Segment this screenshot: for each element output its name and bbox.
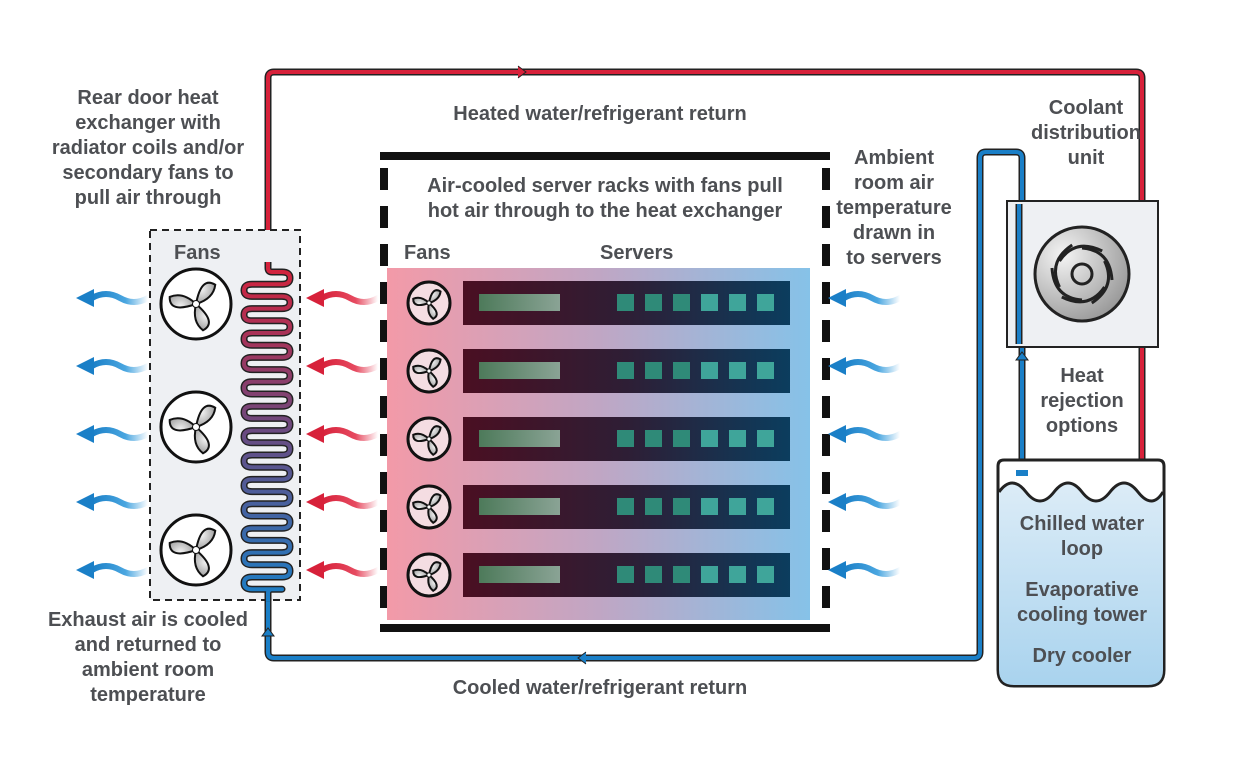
server-indicator	[729, 362, 746, 379]
server-indicator	[617, 566, 634, 583]
ambient-air-arrow-icon	[828, 425, 903, 443]
server-indicator	[701, 566, 718, 583]
pump-icon	[1033, 225, 1131, 323]
rack-fans-label: Fans	[404, 242, 451, 264]
server-indicator	[757, 498, 774, 515]
flow-arrow-icon	[517, 65, 527, 79]
server-unit	[463, 349, 790, 393]
hot-air-arrow-icon	[306, 425, 381, 443]
server-display	[479, 498, 560, 515]
exhaust-air-arrow-icon	[76, 425, 151, 443]
option-dry-cooler: Dry cooler	[1032, 645, 1132, 667]
rack-fan-icon	[406, 348, 452, 394]
rack-fan-icon	[406, 280, 452, 326]
ambient-air-arrow-icon	[828, 561, 903, 579]
server-indicator	[729, 498, 746, 515]
coolant-distribution-unit	[1006, 200, 1159, 348]
server-indicator	[673, 430, 690, 447]
server-indicator	[757, 566, 774, 583]
server-display	[479, 430, 560, 447]
exchanger-fan-icon	[159, 390, 233, 464]
cooled-return-pipe	[261, 148, 1029, 665]
exhaust-air-arrow-icon	[76, 289, 151, 307]
server-indicator	[701, 294, 718, 311]
server-indicator	[701, 430, 718, 447]
server-indicator	[757, 430, 774, 447]
rack-description: Air-cooled server racks with fans pull h…	[427, 175, 783, 222]
server-indicator	[673, 294, 690, 311]
server-indicator	[645, 430, 662, 447]
exchanger-fan-icon	[159, 267, 233, 341]
exhaust-air-arrow-icon	[76, 357, 151, 375]
exchanger-fans-label: Fans	[174, 242, 221, 264]
server-indicator	[617, 498, 634, 515]
heat-rejection-label: Heat rejection options	[1040, 365, 1124, 437]
server-unit	[463, 553, 790, 597]
server-indicator	[673, 566, 690, 583]
server-indicator	[673, 498, 690, 515]
server-indicator	[729, 294, 746, 311]
option-evaporative-tower: Evaporative cooling tower	[1017, 579, 1147, 626]
server-indicator	[757, 294, 774, 311]
server-indicator	[701, 498, 718, 515]
rack-servers-label: Servers	[600, 242, 674, 264]
rack-fan-icon	[406, 416, 452, 462]
server-unit	[463, 281, 790, 325]
server-indicator	[645, 566, 662, 583]
hot-air-arrow-icon	[306, 493, 381, 511]
hot-air-arrow-icon	[306, 289, 381, 307]
server-indicator	[617, 430, 634, 447]
heat-rejection-tank	[996, 458, 1166, 688]
server-indicator	[617, 294, 634, 311]
server-indicator	[701, 362, 718, 379]
rack-fan-icon	[406, 552, 452, 598]
ambient-air-arrow-icon	[828, 289, 903, 307]
cooled-return-label: Cooled water/refrigerant return	[452, 677, 748, 699]
server-indicator	[757, 362, 774, 379]
server-indicator	[645, 294, 662, 311]
cdu-label: Coolant distribution unit	[1031, 97, 1141, 169]
flow-arrow-icon	[577, 651, 587, 665]
exhaust-air-arrow-icon	[76, 561, 151, 579]
server-indicator	[617, 362, 634, 379]
ambient-air-arrow-icon	[828, 357, 903, 375]
server-display	[479, 362, 560, 379]
flow-arrow-icon	[1015, 351, 1029, 361]
hot-air-arrow-icon	[306, 561, 381, 579]
rack-fan-icon	[406, 484, 452, 530]
server-indicator	[729, 566, 746, 583]
radiator-coil	[240, 262, 294, 602]
server-indicator	[645, 362, 662, 379]
exhaust-label: Exhaust air is cooled and returned to am…	[47, 609, 249, 706]
rear-door-label: Rear door heat exchanger with radiator c…	[51, 87, 245, 209]
server-unit	[463, 417, 790, 461]
ambient-air-arrow-icon	[828, 493, 903, 511]
server-indicator	[673, 362, 690, 379]
hot-air-arrow-icon	[306, 357, 381, 375]
server-display	[479, 566, 560, 583]
server-indicator	[645, 498, 662, 515]
server-unit	[463, 485, 790, 529]
server-display	[479, 294, 560, 311]
heated-return-label: Heated water/refrigerant return	[453, 103, 747, 125]
option-chilled-water: Chilled water loop	[1019, 513, 1145, 560]
exchanger-fan-icon	[159, 513, 233, 587]
server-indicator	[729, 430, 746, 447]
flow-arrow-icon	[261, 627, 275, 637]
ambient-air-label: Ambient room air temperature drawn in to…	[836, 147, 952, 269]
exhaust-air-arrow-icon	[76, 493, 151, 511]
